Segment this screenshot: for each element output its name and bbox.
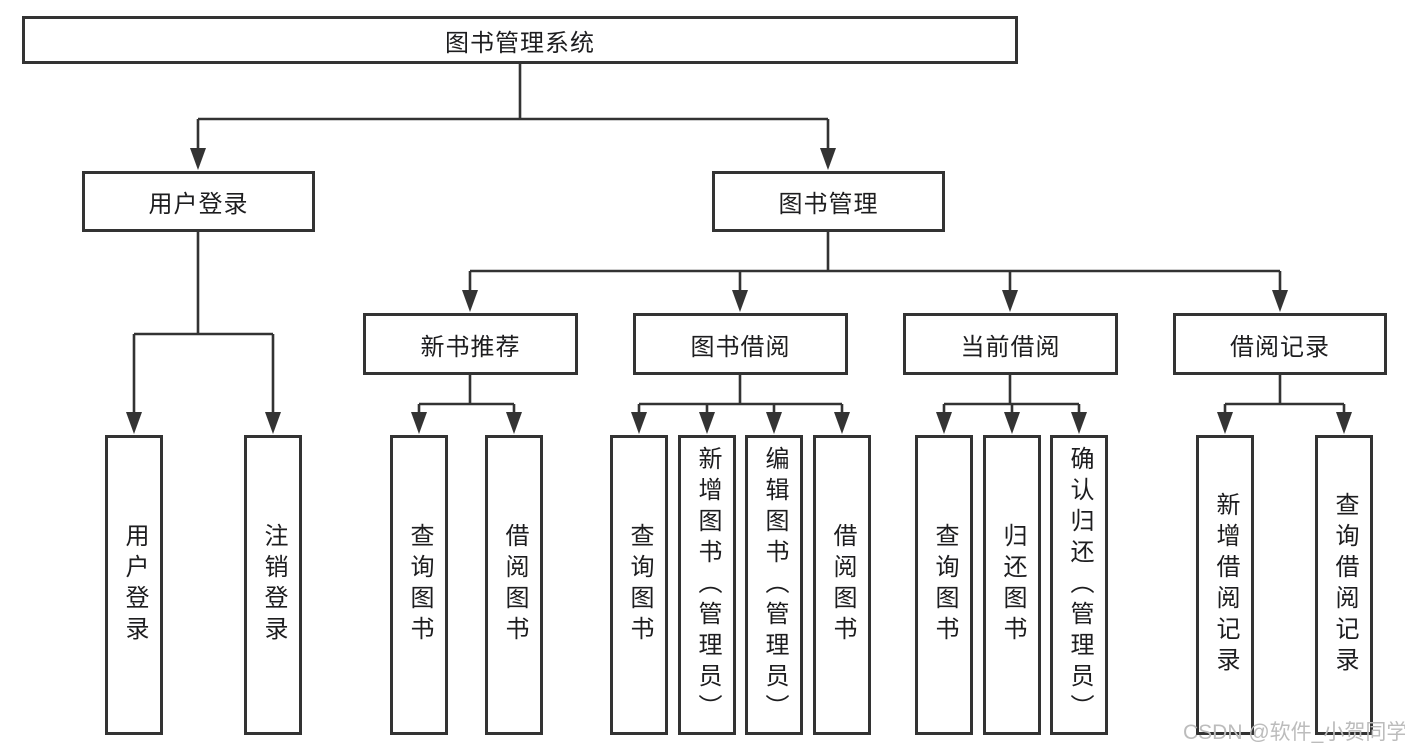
leaf-return-books-label: 归还图书 xyxy=(999,523,1026,647)
node-library-system-label: 图书管理系统 xyxy=(445,29,595,57)
leaf-edit-book-admin: 编辑图书（管理员） xyxy=(745,435,803,735)
leaf-borrow-books: 借阅图书 xyxy=(813,435,871,735)
connector-new-book-to-leaves xyxy=(417,375,516,414)
leaf-user-login-label: 用户登录 xyxy=(121,523,148,647)
node-new-book-recommend: 新书推荐 xyxy=(363,313,578,375)
leaf-logout: 注销登录 xyxy=(244,435,302,735)
csdn-watermark: CSDN @软件_小贺同学 xyxy=(1183,721,1405,744)
node-current-borrow-label: 当前借阅 xyxy=(960,333,1061,361)
leaf-add-book-admin: 新增图书（管理员） xyxy=(678,435,736,735)
node-new-book-recommend-label: 新书推荐 xyxy=(420,333,521,361)
leaf-edit-book-admin-label: 编辑图书（管理员） xyxy=(761,445,788,725)
connector-user-login-to-leaves xyxy=(132,232,275,414)
leaf-query-books-borrow-label: 查询图书 xyxy=(626,523,653,647)
leaf-query-books-current-label: 查询图书 xyxy=(931,523,958,647)
leaf-return-books: 归还图书 xyxy=(983,435,1041,735)
node-book-borrow: 图书借阅 xyxy=(633,313,848,375)
node-book-borrow-label: 图书借阅 xyxy=(690,333,791,361)
node-borrow-records: 借阅记录 xyxy=(1173,313,1387,375)
leaf-query-books-borrow: 查询图书 xyxy=(610,435,668,735)
leaf-borrow-books-recommend: 借阅图书 xyxy=(485,435,543,735)
leaf-user-login: 用户登录 xyxy=(105,435,163,735)
connector-root-to-level2 xyxy=(196,64,830,150)
connector-current-to-leaves xyxy=(942,375,1081,414)
leaf-query-borrow-record-label: 查询借阅记录 xyxy=(1331,492,1358,678)
node-library-system: 图书管理系统 xyxy=(22,16,1018,64)
connector-records-to-leaves xyxy=(1223,375,1346,414)
leaf-query-books-recommend-label: 查询图书 xyxy=(406,523,433,647)
node-user-login-label: 用户登录 xyxy=(148,191,249,218)
arrowheads xyxy=(126,148,1352,434)
node-current-borrow: 当前借阅 xyxy=(903,313,1118,375)
connector-book-mgmt-to-level3 xyxy=(468,232,1282,292)
connector-book-borrow-to-leaves xyxy=(637,375,844,414)
node-user-login: 用户登录 xyxy=(82,171,315,232)
leaf-query-books-current: 查询图书 xyxy=(915,435,973,735)
leaf-query-books-recommend: 查询图书 xyxy=(390,435,448,735)
leaf-add-borrow-record: 新增借阅记录 xyxy=(1196,435,1254,735)
leaf-confirm-return-admin-label: 确认归还（管理员） xyxy=(1066,445,1093,725)
leaf-borrow-books-label: 借阅图书 xyxy=(829,523,856,647)
leaf-borrow-books-recommend-label: 借阅图书 xyxy=(501,523,528,647)
node-book-management-label: 图书管理 xyxy=(778,191,879,218)
leaf-add-borrow-record-label: 新增借阅记录 xyxy=(1212,492,1239,678)
leaf-query-borrow-record: 查询借阅记录 xyxy=(1315,435,1373,735)
leaf-add-book-admin-label: 新增图书（管理员） xyxy=(694,445,721,725)
leaf-confirm-return-admin: 确认归还（管理员） xyxy=(1050,435,1108,735)
node-book-management: 图书管理 xyxy=(712,171,945,232)
node-borrow-records-label: 借阅记录 xyxy=(1230,333,1330,361)
leaf-logout-label: 注销登录 xyxy=(260,523,287,647)
